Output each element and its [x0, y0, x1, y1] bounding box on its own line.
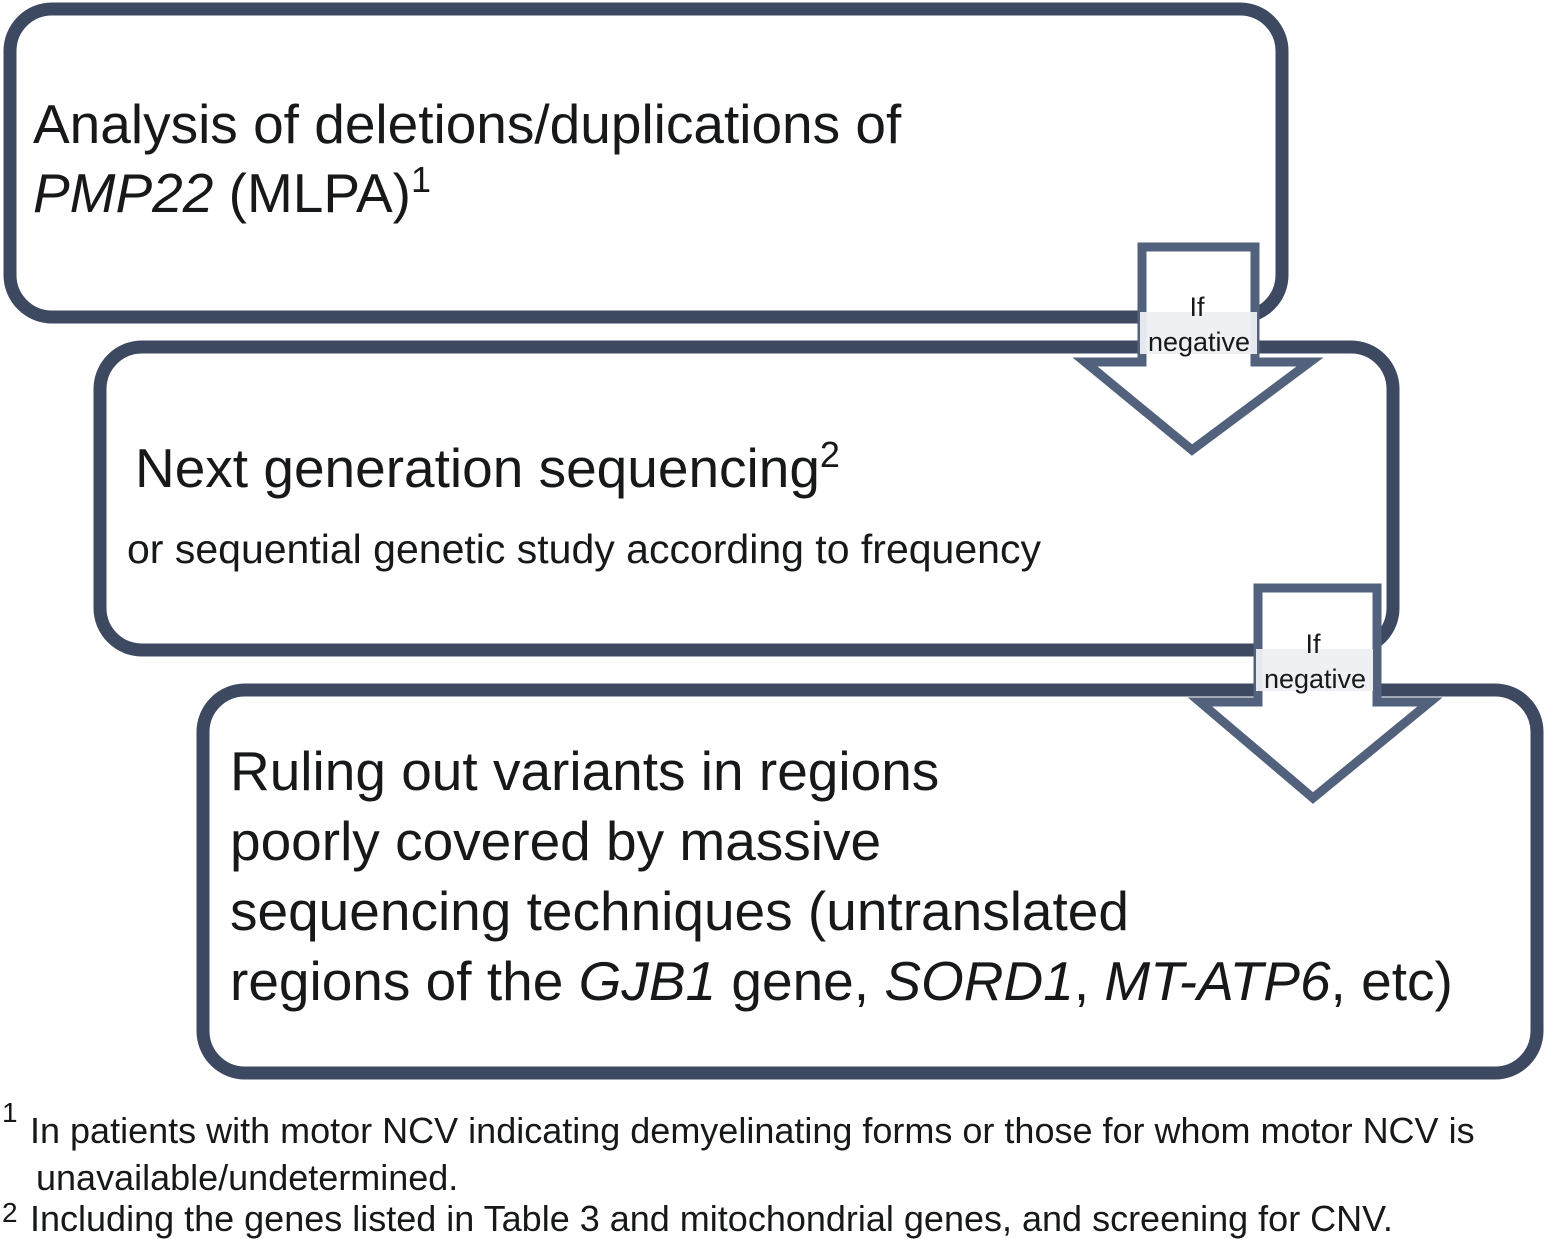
box1-gene-pmp22: PMP22 [33, 162, 213, 224]
arrow-1-label-negative: negative [1148, 327, 1250, 357]
arrow-2-label-band [1256, 649, 1373, 691]
box3-line3: sequencing techniques (untranslated [230, 880, 1129, 942]
step-box-poorly-covered [196, 683, 1544, 1080]
footnote-2-marker: 2 [2, 1197, 18, 1228]
footnote-2-text: Including the genes listed in Table 3 an… [30, 1198, 1393, 1239]
box3-line4-pre: regions of the [230, 950, 579, 1012]
box3-line4: regions of the GJB1 gene, SORD1, MT-ATP6… [230, 950, 1453, 1012]
box3-line4-mid2: , [1074, 950, 1105, 1012]
footnote-1-line2: unavailable/undetermined. [36, 1157, 458, 1198]
step-box-ngs [93, 340, 1400, 657]
diagram-text-layer: Analysis of deletions/duplications of PM… [2, 93, 1475, 1239]
box2-title-text: Next generation sequencing [135, 437, 820, 499]
footnote-1-marker: 1 [2, 1097, 18, 1128]
down-arrow-2 [1187, 583, 1443, 804]
box3-gene-mt-atp6: MT-ATP6 [1104, 950, 1331, 1012]
box2-subtitle: or sequential genetic study according to… [127, 526, 1041, 572]
box3-line4-mid1: gene, [716, 950, 884, 1012]
arrow-1-label-if: If [1189, 292, 1205, 322]
box1-line2: PMP22 (MLPA)1 [33, 159, 431, 224]
box3-gene-sord1: SORD1 [884, 950, 1074, 1012]
box3-line1: Ruling out variants in regions [230, 740, 939, 802]
box2-footnote-ref: 2 [820, 434, 840, 475]
box3-gene-gjb1: GJB1 [579, 950, 717, 1012]
box1-footnote-ref: 1 [411, 159, 431, 200]
box2-title: Next generation sequencing2 [135, 434, 840, 499]
box3-line4-post: , etc) [1331, 950, 1453, 1012]
box3-line2: poorly covered by massive [230, 810, 881, 872]
arrow-1-label-band [1140, 312, 1257, 354]
box1-line2-rest: (MLPA) [213, 162, 411, 224]
arrow-2-label-if: If [1305, 629, 1321, 659]
arrow-2-label-negative: negative [1264, 664, 1366, 694]
step-box-mlpa [3, 2, 1289, 324]
box1-line1: Analysis of deletions/duplications of [33, 93, 902, 155]
footnote-1-line1: In patients with motor NCV indicating de… [30, 1110, 1475, 1151]
